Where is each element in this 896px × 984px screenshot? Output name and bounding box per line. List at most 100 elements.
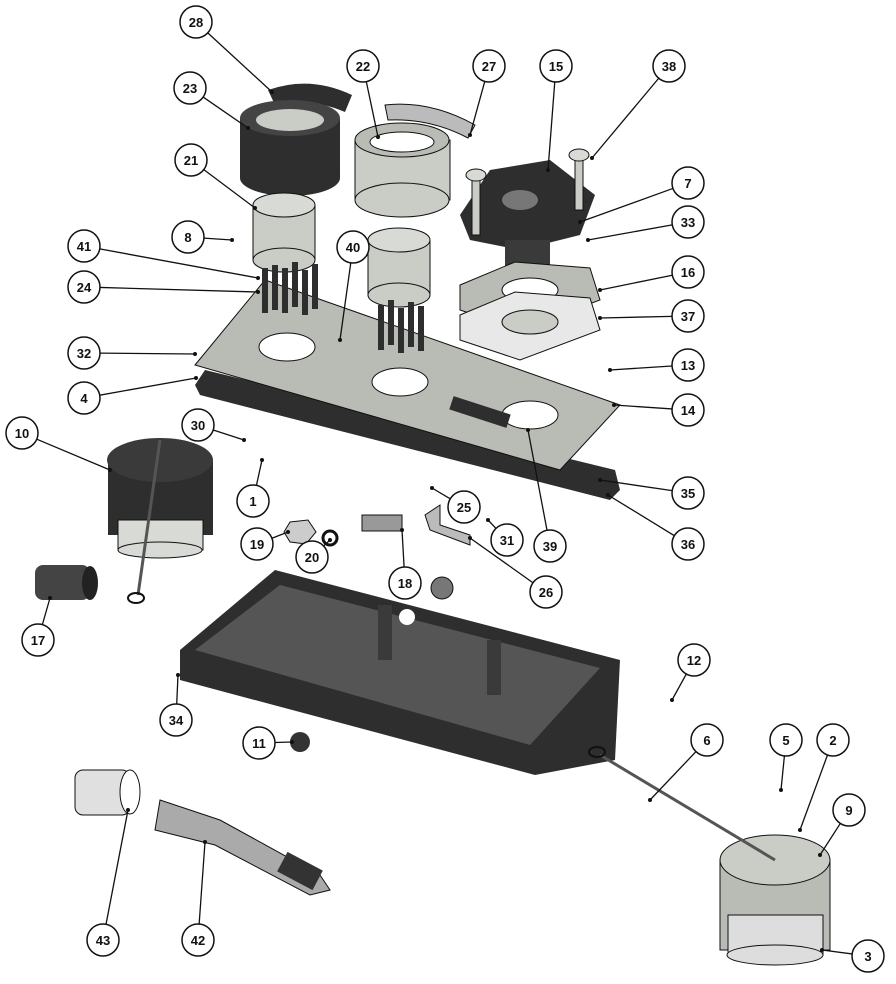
callout-number: 23	[183, 81, 197, 96]
pins-24	[262, 262, 424, 353]
callout-2: 2	[816, 723, 850, 757]
leader-arrow-37	[598, 316, 602, 320]
leader-arrow-5	[779, 788, 783, 792]
leader-arrow-27	[468, 133, 472, 137]
clamp-43	[74, 769, 141, 816]
callout-number: 30	[191, 418, 205, 433]
leader-arrow-8	[230, 238, 234, 242]
callout-number: 33	[681, 215, 695, 230]
callout-18: 18	[388, 566, 422, 600]
plug-11	[290, 732, 310, 752]
callout-number: 8	[184, 230, 191, 245]
leader-arrow-38	[590, 156, 594, 160]
leader-arrow-9	[818, 853, 822, 857]
leader-arrow-26	[468, 536, 472, 540]
callout-23: 23	[173, 71, 207, 105]
callout-number: 34	[169, 713, 184, 728]
callout-number: 22	[356, 59, 370, 74]
leader-line-13	[609, 365, 673, 371]
leader-arrow-16	[598, 288, 602, 292]
leader-arrow-21	[253, 206, 257, 210]
leader-arrow-41	[256, 276, 260, 280]
callout-balloon	[447, 490, 481, 524]
callout-number: 18	[398, 576, 412, 591]
bracket-26	[424, 504, 471, 546]
leader-arrow-42	[203, 840, 207, 844]
callout-number: 38	[662, 59, 676, 74]
leader-line-17	[41, 597, 51, 625]
callout-number: 20	[305, 550, 319, 565]
callout-16: 16	[671, 255, 705, 289]
callout-number: 31	[500, 533, 514, 548]
callout-22: 22	[346, 49, 380, 83]
leader-arrow-7	[578, 220, 582, 224]
leader-line-7	[579, 187, 674, 223]
callout-12: 12	[677, 643, 711, 677]
cable-gland-17	[35, 565, 98, 600]
cap-3-9	[588, 746, 831, 966]
leader-arrow-22	[376, 135, 380, 139]
callout-41: 41	[67, 229, 101, 263]
callout-13: 13	[671, 348, 705, 382]
callout-balloon	[671, 299, 705, 333]
callout-balloon	[388, 566, 422, 600]
callout-number: 19	[250, 537, 264, 552]
callout-balloon	[86, 923, 120, 957]
callout-4: 4	[67, 381, 101, 415]
callout-balloon	[336, 230, 370, 264]
callout-balloon	[769, 723, 803, 757]
callout-number: 10	[15, 426, 29, 441]
callout-28: 28	[179, 5, 213, 39]
leader-line-40	[339, 262, 352, 341]
callout-6: 6	[690, 723, 724, 757]
callout-8: 8	[171, 220, 205, 254]
callout-balloon	[490, 523, 524, 557]
callout-33: 33	[671, 205, 705, 239]
callout-number: 41	[77, 239, 91, 254]
leader-line-27	[469, 81, 486, 136]
callout-number: 12	[687, 653, 701, 668]
leader-line-36	[607, 494, 675, 537]
callout-35: 35	[671, 476, 705, 510]
leader-arrow-1	[260, 458, 264, 462]
leader-arrow-36	[606, 493, 610, 497]
leader-line-2	[799, 754, 829, 831]
leader-line-19	[271, 531, 289, 539]
callout-balloon	[181, 923, 215, 957]
callout-balloon	[671, 393, 705, 427]
callout-balloon	[671, 527, 705, 561]
cable-connector-42	[154, 799, 331, 896]
callout-42: 42	[181, 923, 215, 957]
leader-line-22	[365, 81, 379, 138]
callout-number: 39	[543, 539, 557, 554]
callout-number: 6	[703, 733, 710, 748]
callout-balloon	[677, 643, 711, 677]
callout-number: 28	[189, 15, 203, 30]
leader-line-26	[469, 537, 534, 584]
callout-21: 21	[174, 143, 208, 177]
leader-arrow-25	[430, 486, 434, 490]
callout-number: 3	[864, 949, 871, 964]
leader-arrow-17	[48, 596, 52, 600]
leader-line-18	[401, 529, 405, 568]
dark-ring-23	[240, 100, 340, 196]
callout-number: 11	[252, 736, 266, 751]
callout-balloon	[295, 540, 329, 574]
enclosure-34	[180, 570, 620, 775]
callout-balloon	[173, 71, 207, 105]
label-band-28	[268, 83, 352, 112]
leader-arrow-31	[486, 518, 490, 522]
callout-40: 40	[336, 230, 370, 264]
leader-line-37	[599, 315, 673, 319]
leader-line-43	[105, 809, 129, 925]
callout-25: 25	[447, 490, 481, 524]
callout-balloon	[346, 49, 380, 83]
leader-arrow-24	[256, 290, 260, 294]
leader-line-14	[613, 404, 673, 410]
callout-number: 7	[684, 176, 691, 191]
leader-line-3	[821, 949, 853, 955]
plate-hole	[258, 332, 316, 362]
callout-9: 9	[832, 793, 866, 827]
leader-arrow-40	[338, 338, 342, 342]
